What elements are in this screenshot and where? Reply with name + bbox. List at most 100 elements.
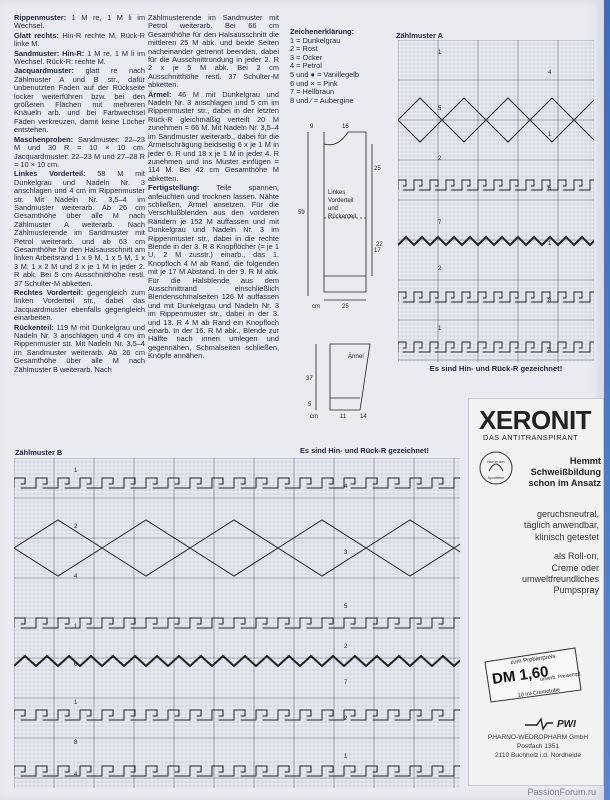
paragraph: Sandmuster: Hin-R: 1 M re, 1 M li im Wec… xyxy=(14,49,145,67)
meander-band xyxy=(14,765,460,777)
paragraph-heading: Jacquardmuster: xyxy=(14,66,74,76)
paragraph-text: 58 M mit Dunkelgrau und Nadeln Nr. 3 ans… xyxy=(14,169,145,288)
meander-band xyxy=(398,341,594,353)
paragraph: Zählmusterende im Sandmuster mit Petrol … xyxy=(148,13,279,90)
paragraph-heading: Maschenproben: xyxy=(14,134,74,144)
paragraph-heading: Rückenteil: xyxy=(14,322,54,332)
paragraph-heading: Rechtes Vorderteil: xyxy=(14,288,84,297)
chart-number: 7 xyxy=(344,680,348,686)
paragraph-heading: Rippenmuster: xyxy=(14,13,67,22)
diamond-band xyxy=(398,97,594,143)
chart-number: 8 xyxy=(74,740,78,746)
paragraph-text: 46 M mit Dunkelgrau und Nadeln Nr. 3 ans… xyxy=(148,89,279,183)
legend-item: 8 und ⁄ = Aubergine xyxy=(290,95,354,105)
sleeve-unit: cm xyxy=(310,414,318,418)
meander-band xyxy=(14,617,460,629)
ad-headline-line: Hemmt xyxy=(569,456,601,466)
front-outline xyxy=(323,131,367,293)
front-dim-h3: 22 xyxy=(376,242,383,248)
paragraph: Linkes Vorderteil: 58 M mit Dunkelgrau u… xyxy=(14,170,145,288)
chart-number: 4 xyxy=(548,348,552,354)
paragraph-text: 1 M re, 1 M li im Wechsel. xyxy=(14,13,145,31)
paragraph-text: Zählmusterende im Sandmuster mit Petrol … xyxy=(148,13,279,90)
sleeve-dim-hb: 5 xyxy=(308,402,312,408)
price-sub-2: 10 ml-Cremetube xyxy=(517,687,560,699)
chart-number: 7 xyxy=(438,220,442,226)
ad-address-line: Postfach 1351 xyxy=(516,743,560,750)
paragraph: Jacquardmuster: glatt re nach Zählmuster… xyxy=(14,67,145,134)
ad-body-line: klinisch getestet xyxy=(534,531,599,542)
ad-body-line: Pumpspray xyxy=(553,585,599,596)
chart-number: 2 xyxy=(438,156,442,162)
front-unit: cm xyxy=(312,304,320,310)
chart-b-caption: Es sind Hin- und Rück-R gezeichnet! xyxy=(300,446,429,455)
diamond-band xyxy=(14,519,460,577)
chart-number: 1 xyxy=(548,132,552,138)
sleeve-dim-w2: 14 xyxy=(360,414,367,418)
meander-band xyxy=(398,291,594,303)
ad-body-line: umweltfreundliches xyxy=(521,574,599,585)
chart-number: 1 xyxy=(344,754,348,760)
instructions-column-1: Rippenmuster: 1 M re, 1 M li im Wechsel.… xyxy=(14,13,145,375)
paragraph: Glatt rechts: Hin-R rechte M, Rück-R lin… xyxy=(14,30,145,49)
front-dim-small: 9 xyxy=(310,124,314,130)
chart-number: 6 xyxy=(74,662,78,668)
paragraph-heading: Linkes Vorderteil: xyxy=(14,169,86,179)
chart-number: 5 xyxy=(344,604,348,610)
instructions-column-2: Zählmusterende im Sandmuster mit Petrol … xyxy=(148,13,279,362)
ad-address-line: PHARNO-WEDROPHARM GmbH xyxy=(487,734,589,741)
ad-gap xyxy=(477,543,599,551)
chart-number: 5 xyxy=(438,106,442,112)
paragraph-text: 119 M mit Dunkelgrau und Nadeln Nr. 3 an… xyxy=(14,322,145,374)
seal-text-1: Nur in der xyxy=(487,459,505,464)
legend-item: 2 = Rost xyxy=(290,44,318,54)
front-dim-h2: 17 xyxy=(374,248,381,254)
ad-body-line: Creme oder xyxy=(551,562,599,573)
paragraph: Maschenproben: Sandmuster: 22–23 M und 3… xyxy=(14,134,145,170)
ad-body-line: als Roll-on, xyxy=(553,551,599,562)
zigzag-band xyxy=(398,235,594,247)
paragraph: Rückenteil: 119 M mit Dunkelgrau und Nad… xyxy=(14,322,145,374)
ad-headline-line: Schweißbildung xyxy=(530,467,601,477)
chart-number: 3 xyxy=(344,550,348,556)
front-label-4: Rückenteil xyxy=(328,214,356,220)
seal-text-2: Apotheke xyxy=(488,475,506,480)
price-sub-1: unverb. Preisempf. xyxy=(540,671,582,683)
chart-number: 2 xyxy=(74,524,78,530)
sleeve-dim-h: 37 xyxy=(306,376,313,382)
ad-subtitle: DAS ANTITRANSPIRANT xyxy=(483,433,579,442)
legend-item: 7 = Hellbraun xyxy=(290,87,335,97)
pharmacy-seal-icon: Nur in der Apotheke xyxy=(479,451,513,485)
paragraph-heading: Ärmel: xyxy=(148,89,172,99)
pwi-logo-icon: PWI xyxy=(525,717,576,731)
paragraph-text: glatt re nach Zählmuster A und B str., d… xyxy=(14,66,145,135)
ad-body: geruchsneutral,täglich anwendbar,klinisc… xyxy=(477,509,599,597)
front-dim-total: 59 xyxy=(298,210,305,216)
sleeve-label: Ärmel xyxy=(348,353,364,360)
chart-a-title: Zählmuster A xyxy=(396,31,443,40)
watermark: PassionForum.ru xyxy=(527,787,596,797)
grid-lines xyxy=(14,458,460,788)
chart-number: 4 xyxy=(548,70,552,76)
ad-brand: XERONIT xyxy=(479,405,592,435)
chart-number: 4 xyxy=(344,484,348,490)
page-edge xyxy=(604,0,610,800)
front-dim-bottom: 25 xyxy=(342,304,349,310)
chart-number: 4 xyxy=(74,574,78,580)
chart-number: 1 xyxy=(74,468,78,474)
paragraph: Fertigstellung: Teile spannen, anfeuchte… xyxy=(148,183,279,361)
paragraph-heading: Glatt rechts: xyxy=(14,30,59,40)
chart-number: 1 xyxy=(74,624,78,630)
chart-number: 4 xyxy=(74,772,78,778)
meander-band xyxy=(398,179,594,191)
legend-item: 3 = Ocker xyxy=(290,52,323,62)
zigzag-band xyxy=(14,654,460,668)
legend-item: 1 = Dunkelgrau xyxy=(290,35,341,45)
ad-body-line: geruchsneutral, xyxy=(536,509,599,519)
